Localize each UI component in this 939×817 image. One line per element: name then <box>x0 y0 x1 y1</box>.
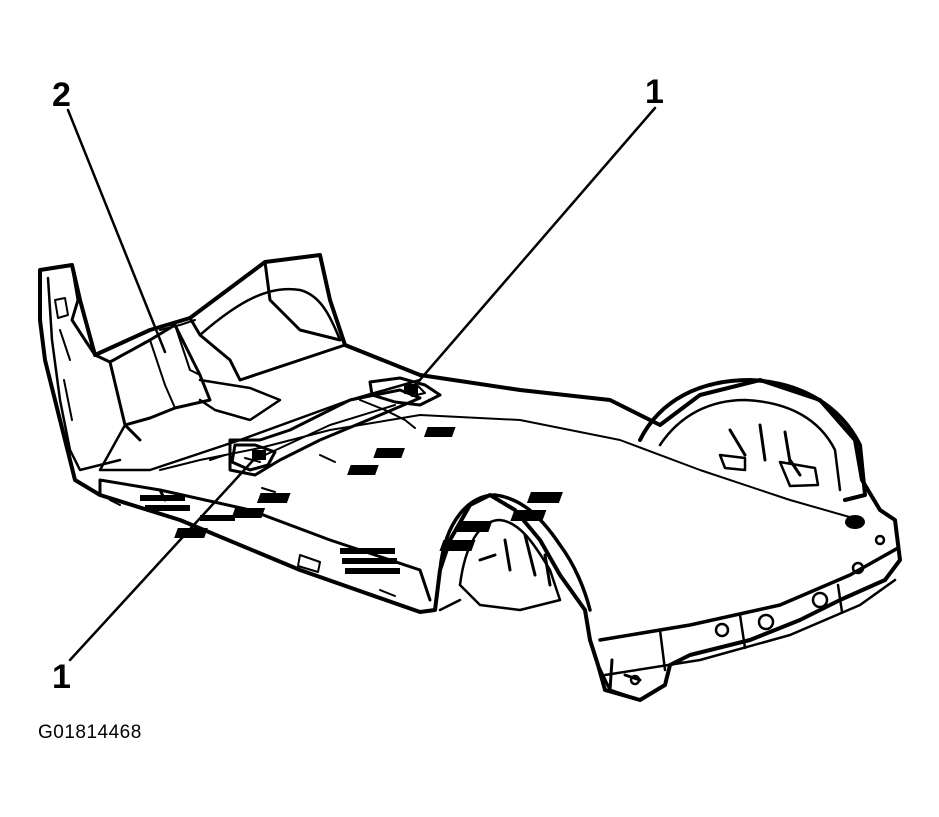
rear-hump-ribs <box>478 533 552 587</box>
wheelhouse-arch <box>638 378 867 502</box>
seat-riser-shading <box>149 319 201 409</box>
callout-1-bottom: 1 <box>52 658 71 696</box>
leader-line-1-top <box>410 106 657 391</box>
rear-hump-inner <box>458 518 562 602</box>
rear-panel-holes <box>629 534 886 686</box>
left-rocker-detail <box>109 499 396 597</box>
center-tunnel-wall <box>188 260 347 382</box>
seat-bracket-lower <box>230 443 277 472</box>
front-panel-detail <box>54 297 73 421</box>
wheelhouse-arch-inner <box>658 398 842 492</box>
floor-slots <box>174 427 563 551</box>
rear-hump-base <box>438 583 562 612</box>
seat-riser-pad <box>198 378 282 422</box>
wheelhouse-ribs <box>728 423 802 477</box>
figure-code: G01814468 <box>38 722 142 743</box>
rear-panel-lower <box>603 578 897 677</box>
seat-bracket-lower-detail <box>209 454 336 493</box>
rear-panel-dividers <box>658 583 844 672</box>
wheelhouse-hole <box>845 515 865 529</box>
callout-2: 2 <box>52 76 71 114</box>
cross-member <box>228 388 422 477</box>
front-panel <box>70 263 97 357</box>
front-panel-inner <box>46 276 122 472</box>
rear-hump <box>438 493 592 612</box>
left-rocker <box>98 478 432 602</box>
seat-riser <box>93 323 212 442</box>
rear-corner <box>596 658 667 702</box>
seat-bracket-upper <box>368 376 442 407</box>
tunnel-curve <box>198 287 342 342</box>
callout-1-top: 1 <box>645 73 664 111</box>
floor-pan-outline <box>38 253 902 702</box>
wheelhouse-bracket <box>718 453 820 488</box>
leader-line-1-bottom <box>68 453 260 662</box>
leader-line-2 <box>66 108 167 354</box>
